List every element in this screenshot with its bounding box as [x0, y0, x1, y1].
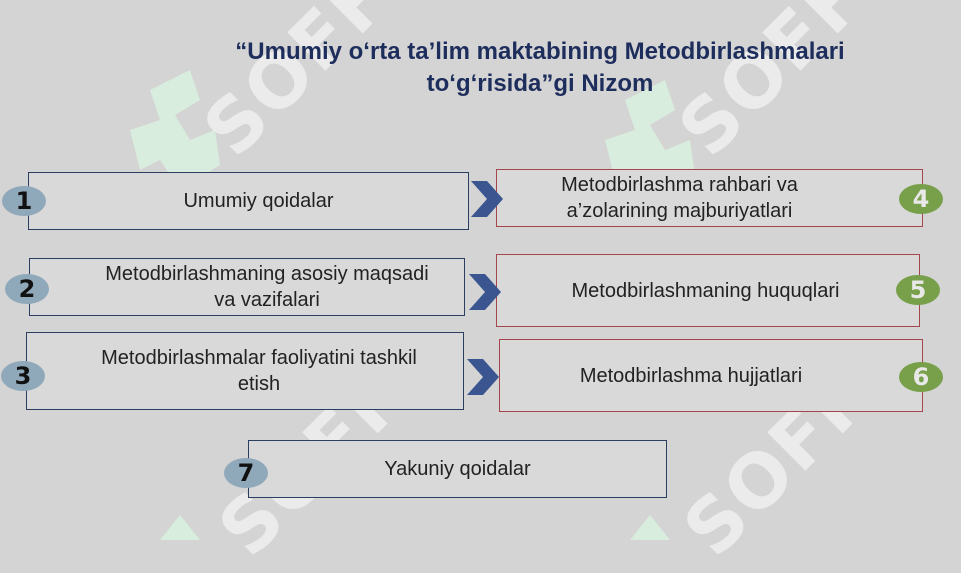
section-badge-5: 5 [896, 275, 940, 305]
section-4-label-line1: Metodbirlashma rahbari va [561, 174, 798, 196]
section-5-label: Metodbirlashmaning huquqlari [571, 279, 840, 302]
watermark-logo-icon [630, 515, 670, 540]
title-line-2: to‘g‘risida”gi Nizom [426, 70, 654, 97]
section-box-7: Yakuniy qoidalar [248, 440, 667, 498]
chevron-right-icon [471, 181, 503, 217]
section-7-label: Yakuniy qoidalar [384, 458, 531, 480]
title-line-1: “Umumiy o‘rta ta’lim maktabining Metodbi… [235, 38, 845, 65]
section-2-label-line2: va vazifalari [214, 289, 320, 311]
section-6-label: Metodbirlashma hujjatlari [579, 364, 803, 387]
section-1-label: Umumiy qoidalar [183, 190, 334, 212]
section-badge-1: 1 [2, 186, 46, 216]
section-badge-7: 7 [224, 458, 268, 488]
section-2-label-line1: Metodbirlashmaning asosiy maqsadi [105, 263, 429, 285]
section-box-2: Metodbirlashmaning asosiy maqsadi va vaz… [29, 258, 465, 316]
chevron-right-icon [469, 274, 501, 310]
section-badge-2: 2 [5, 274, 49, 304]
section-3-label-line1: Metodbirlashmalar faoliyatini tashkil [101, 347, 417, 369]
section-4-label-line2: a’zolarining majburiyatlari [566, 200, 793, 222]
page-title: “Umumiy o‘rta ta’lim maktabining Metodbi… [150, 36, 930, 100]
section-badge-6: 6 [899, 362, 943, 392]
section-box-6: Metodbirlashma hujjatlari [499, 339, 923, 412]
section-box-1: Umumiy qoidalar [28, 172, 469, 230]
chevron-right-icon [467, 359, 499, 395]
section-3-label-line2: etish [237, 373, 281, 395]
section-box-5: Metodbirlashmaning huquqlari [496, 254, 920, 327]
section-box-3: Metodbirlashmalar faoliyatini tashkil et… [26, 332, 464, 410]
section-badge-4: 4 [899, 184, 943, 214]
section-badge-3: 3 [1, 361, 45, 391]
section-box-4: Metodbirlashma rahbari va a’zolarining m… [496, 169, 923, 227]
watermark-logo-icon [160, 515, 200, 540]
